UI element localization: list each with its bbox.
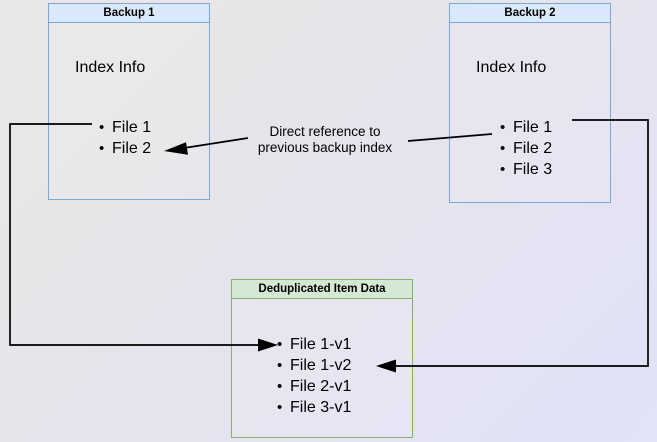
list-item: File 3 [500, 159, 552, 180]
dedup-file-list: File 1-v1 File 1-v2 File 2-v1 File 3-v1 [277, 334, 351, 418]
edge-label-line-2: previous backup index [257, 140, 393, 155]
node-backup-2-body: Index Info File 1 File 2 File 3 [450, 23, 610, 202]
node-backup-1-body: Index Info File 1 File 2 [49, 23, 209, 199]
backup-2-index-info-label: Index Info [476, 59, 547, 76]
node-deduplicated-item-data[interactable]: Deduplicated Item Data File 1-v1 File 1-… [231, 279, 413, 438]
node-backup-1[interactable]: Backup 1 Index Info File 1 File 2 [48, 3, 210, 200]
list-item: File 2 [99, 138, 151, 159]
node-backup-2[interactable]: Backup 2 Index Info File 1 File 2 File 3 [449, 3, 611, 203]
backup-1-index-info-label: Index Info [75, 59, 146, 76]
list-item: File 2 [500, 138, 552, 159]
edge-label-direct-reference: Direct reference to previous backup inde… [251, 124, 399, 156]
backup-1-file-list: File 1 File 2 [99, 117, 151, 159]
list-item: File 1-v2 [277, 355, 351, 376]
list-item: File 3-v1 [277, 397, 351, 418]
node-backup-1-header: Backup 1 [49, 4, 209, 23]
list-item: File 2-v1 [277, 376, 351, 397]
node-backup-2-header: Backup 2 [450, 4, 610, 23]
list-item: File 1 [99, 117, 151, 138]
backup-2-file-list: File 1 File 2 File 3 [500, 117, 552, 180]
node-dedup-body: File 1-v1 File 1-v2 File 2-v1 File 3-v1 [232, 299, 412, 437]
node-dedup-header: Deduplicated Item Data [232, 280, 412, 299]
list-item: File 1-v1 [277, 334, 351, 355]
list-item: File 1 [500, 117, 552, 138]
edge-label-line-1: Direct reference to [269, 124, 381, 139]
